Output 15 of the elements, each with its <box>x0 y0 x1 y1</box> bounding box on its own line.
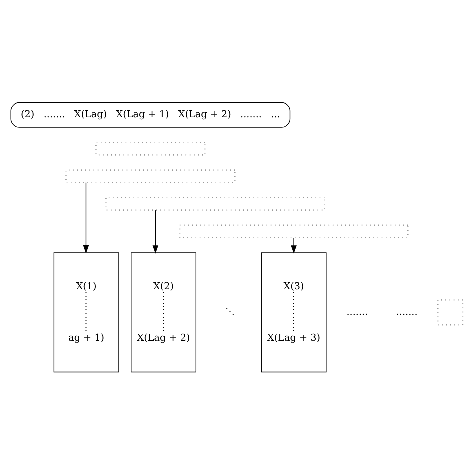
node-box <box>106 196 326 210</box>
node-box <box>66 169 236 183</box>
arrow <box>83 182 90 254</box>
node-box: (2) ....... X(Lag) X(Lag + 1) X(Lag + 2) ....... ... <box>10 102 291 128</box>
node-box <box>179 224 409 238</box>
node-box <box>437 299 464 326</box>
node-box <box>96 142 206 156</box>
label: ....... <box>396 306 418 318</box>
label: ⋱ <box>226 306 236 318</box>
node-box: X(1) ⋮ ⋮ ⋮ ⋮ ag + 1) <box>54 252 120 372</box>
arrow <box>291 237 297 254</box>
node-box: X(2) ⋮ ⋮ ⋮ ⋮ X(Lag + 2) <box>131 252 196 372</box>
arrow <box>152 210 159 254</box>
label: ....... <box>346 306 368 318</box>
node-box: X(3) ⋮ ⋮ ⋮ ⋮ X(Lag + 3) <box>261 252 327 372</box>
